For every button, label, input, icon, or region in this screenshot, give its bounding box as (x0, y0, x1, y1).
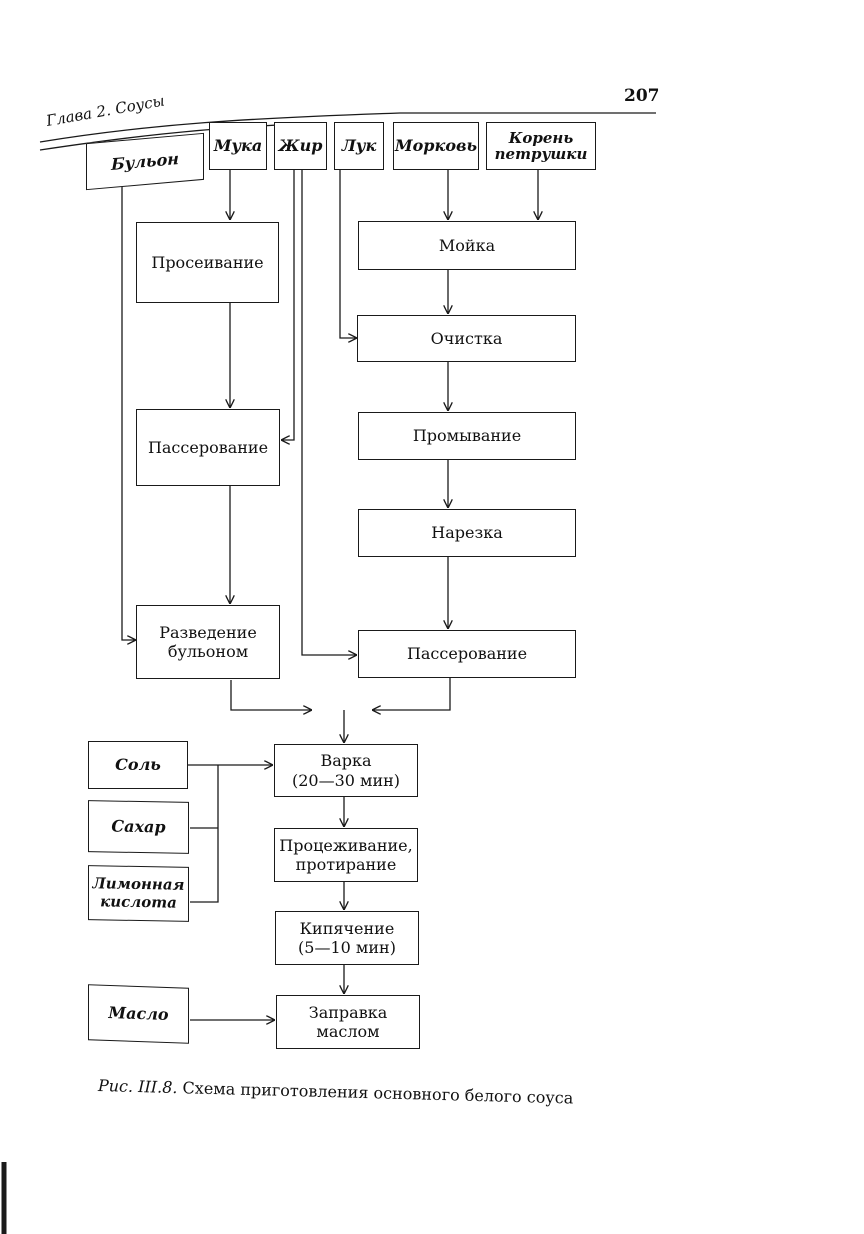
ingredient-salt: Соль (88, 741, 188, 789)
step-washing: Мойка (358, 221, 576, 270)
step-flour-saute: Пассерование (136, 409, 280, 486)
step-peeling: Очистка (357, 315, 576, 362)
page-number: 207 (624, 86, 660, 106)
ingredient-carrot: Морковь (393, 122, 479, 170)
step-veg-saute: Пассерование (358, 630, 576, 678)
step-straining: Процеживание, протирание (274, 828, 418, 882)
ingredient-onion: Лук (334, 122, 384, 170)
ingredient-fat: Жир (274, 122, 327, 170)
step-reboiling: Кипячение (5—10 мин) (275, 911, 419, 965)
ingredient-citric-acid: Лимонная кислота (88, 865, 189, 922)
ingredient-butter: Масло (88, 984, 189, 1044)
step-dressing: Заправка маслом (276, 995, 420, 1049)
ingredient-sugar: Сахар (88, 800, 189, 854)
ingredient-parsley-root: Корень петрушки (486, 122, 596, 170)
step-boiling: Варка (20—30 мин) (274, 744, 418, 797)
caption-label: Рис. III.8. (97, 1076, 178, 1098)
step-rinsing: Промывание (358, 412, 576, 460)
step-sifting: Просеивание (136, 222, 279, 303)
step-cutting: Нарезка (358, 509, 576, 557)
ingredient-flour: Мука (209, 122, 267, 170)
step-dilution: Разведение бульоном (136, 605, 280, 679)
